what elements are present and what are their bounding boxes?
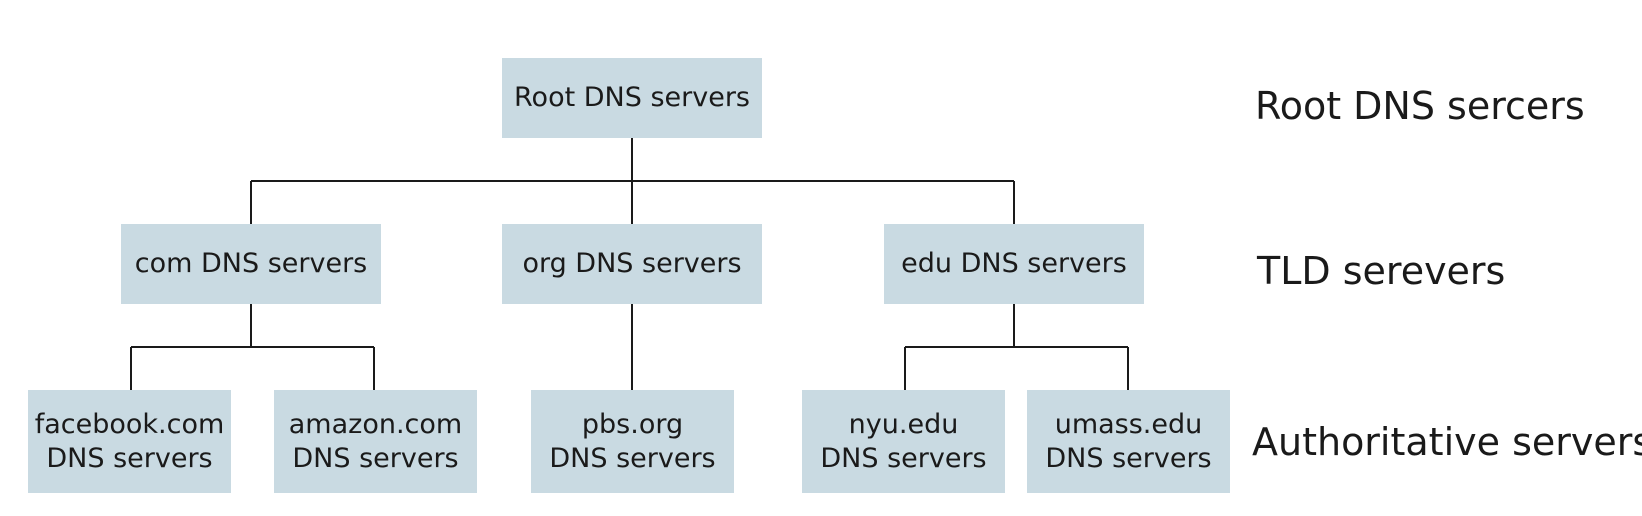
node-root: Root DNS servers: [502, 58, 762, 138]
node-facebook-line1: facebook.com: [34, 408, 225, 440]
node-amazon-line1: amazon.com: [288, 408, 463, 440]
node-facebook: facebook.com DNS servers: [28, 390, 231, 493]
node-pbs-line2: DNS servers: [549, 442, 716, 474]
node-org: org DNS servers: [502, 224, 762, 304]
node-umass-line2: DNS servers: [1045, 442, 1212, 474]
node-com: com DNS servers: [121, 224, 381, 304]
node-com-label: com DNS servers: [134, 248, 368, 279]
node-nyu: nyu.edu DNS servers: [802, 390, 1005, 493]
tier-label-root: Root DNS sercers: [1255, 84, 1585, 128]
node-edu-label: edu DNS servers: [901, 248, 1127, 279]
node-pbs-line1: pbs.org: [581, 408, 684, 440]
node-nyu-line1: nyu.edu: [848, 408, 959, 440]
tier-label-authoritative: Authoritative servers: [1252, 420, 1642, 464]
node-org-label: org DNS servers: [522, 248, 742, 279]
node-nyu-line2: DNS servers: [820, 442, 987, 474]
tier-label-tld: TLD serevers: [1257, 249, 1506, 293]
node-pbs: pbs.org DNS servers: [531, 390, 734, 493]
node-umass: umass.edu DNS servers: [1027, 390, 1230, 493]
node-facebook-line2: DNS servers: [46, 442, 213, 474]
node-root-label: Root DNS servers: [514, 82, 750, 113]
node-amazon: amazon.com DNS servers: [274, 390, 477, 493]
node-edu: edu DNS servers: [884, 224, 1144, 304]
node-umass-line1: umass.edu: [1054, 408, 1203, 440]
node-amazon-line2: DNS servers: [292, 442, 459, 474]
